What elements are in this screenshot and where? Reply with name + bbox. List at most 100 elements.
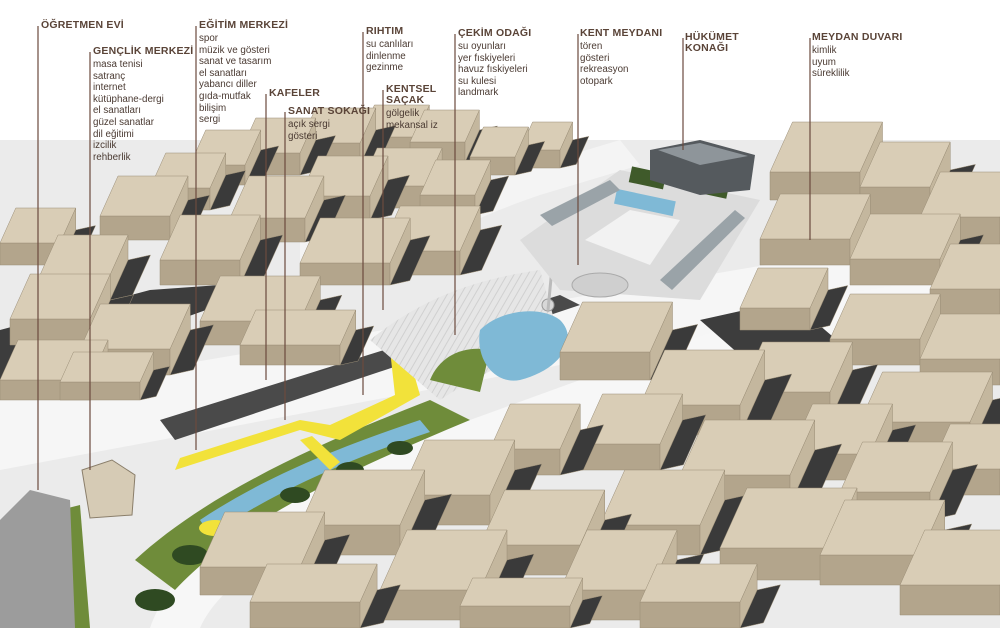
label-hukumet-konagi: HÜKÜMET KONAĞI [685,32,739,54]
plaza-paving [370,270,560,400]
label-title: KENTSEL SAÇAK [386,83,437,106]
teacher-house-building [0,490,75,628]
building-front [849,258,941,286]
building-top [559,301,673,353]
label-kentsel-sacak: KENTSEL SAÇAK gölgelik mekansal iz [386,84,438,131]
building-top [919,313,1000,360]
building-top [409,109,480,143]
building-top [929,243,1000,290]
label-item: el sanatları [199,67,247,79]
building-top [899,529,1000,586]
label-cekim-odagi: ÇEKİM ODAĞI su oyunları yer fıskiyeleri … [458,28,531,99]
youth-center-building [81,459,136,519]
label-item: bilişim [199,102,227,114]
label-item: satranç [93,70,126,82]
label-item: el sanatları [93,105,141,117]
label-ogretmen-evi: ÖĞRETMEN EVİ [41,20,124,31]
label-title: KENT MEYDANI [580,27,663,39]
label-item: spor [199,33,219,44]
building-top [639,563,758,603]
label-item: dinlenme [366,50,406,62]
building-front [559,351,651,381]
amphitheater [430,348,490,392]
label-item: gölgelik [386,108,420,119]
label-item: otopark [580,75,613,87]
square-inner [585,210,680,265]
building-top [299,469,426,526]
building-top [839,441,953,493]
government-roof [658,143,748,165]
label-genclik-merkezi: GENÇLİK MERKEZİ masa tenisi satranç inte… [93,46,193,163]
label-item: güzel sanatlar [93,116,154,128]
water-channel [200,420,430,535]
building-top [579,393,683,445]
building-top [859,141,951,188]
tree-6 [135,589,175,611]
building-top [599,469,726,526]
tree-5 [387,441,413,455]
label-item: rehberlik [93,151,131,163]
label-kafeler: KAFELER [269,88,320,99]
building-front [59,381,141,401]
building-top [459,577,583,607]
building-top [249,563,378,603]
building-front [249,601,361,628]
building-front [899,584,1000,616]
label-item: uyum [812,56,836,68]
label-title: KAFELER [269,87,320,99]
building-front [759,238,851,266]
label-item: kimlik [812,45,837,56]
building-top [159,214,261,261]
building-top [829,293,941,340]
label-rihtim: RIHTIM su canlıları dinlenme gezinme [366,26,413,74]
label-item: gösteri [288,130,318,142]
label-item: kütüphane-dergi [93,93,164,105]
building-top [229,175,325,219]
label-title: RIHTIM [366,25,404,37]
label-item: tören [580,41,603,52]
label-title: MEYDAN DUVARI [812,31,903,43]
building-top [99,175,189,217]
art-walkway-branch [300,436,340,470]
label-item: sanat ve tasarım [199,56,272,68]
canopy-2 [660,210,745,290]
building-front [459,605,571,628]
label-item: açık sergi [288,119,330,130]
label-title: EĞİTİM MERKEZİ [199,19,289,31]
label-item: su canlıları [366,39,414,50]
label-item: yer fıskiyeleri [458,52,516,64]
building-top [79,303,191,350]
art-walkway [175,350,420,470]
fountain-pool [479,311,568,381]
building-top [849,213,961,260]
label-sanat-sokagi: SANAT SOKAĞI açık sergi gösteri [288,106,370,142]
label-egitim-merkezi: EĞİTİM MERKEZİ spor müzik ve gösteri san… [199,20,288,126]
building-blocks [0,104,1000,628]
label-item: havuz fıskiyeleri [458,64,528,76]
label-item: su kulesi [458,75,497,87]
label-item: süreklilik [812,68,850,80]
label-item: landmark [458,87,499,99]
building-top [59,351,154,383]
tree-3 [280,487,310,503]
building-front [239,344,341,366]
leader-lines [37,26,811,490]
building-top [239,309,357,346]
label-title: HÜKÜMET KONAĞI [685,31,739,54]
label-item: su oyunları [458,41,506,52]
label-item: rekreasyon [580,64,629,76]
building-top [769,121,883,173]
label-item: izcilik [93,140,117,152]
building-front [639,601,741,628]
label-item: internet [93,82,126,94]
building-top [739,267,829,309]
label-item: gezinme [366,62,404,74]
canopy-1 [540,180,620,226]
building-top [919,171,1000,218]
building-top [679,419,816,476]
building-top [489,403,581,450]
label-kent-meydani: KENT MEYDANI tören gösteri rekreasyon ot… [580,28,662,87]
label-title: ÇEKİM ODAĞI [458,27,532,39]
square-pool [613,188,676,217]
